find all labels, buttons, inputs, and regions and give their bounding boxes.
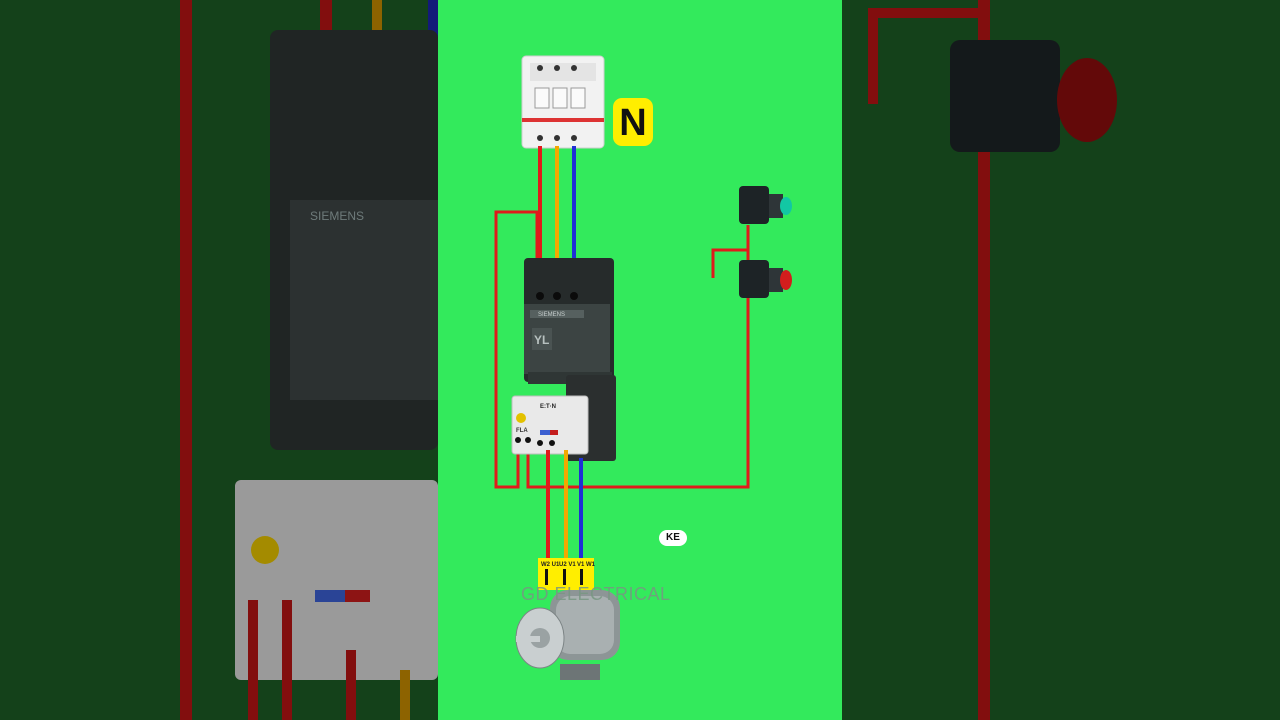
stop-push-button <box>739 260 792 298</box>
overload-brand-text: E:T·N <box>540 404 556 410</box>
motor-wires <box>546 450 583 560</box>
mcb-breaker <box>521 55 605 149</box>
right-dim-overlay <box>842 0 1280 720</box>
left-blurred-scene: SIEMENS <box>180 0 438 720</box>
control-wiring <box>494 210 750 489</box>
overload-relay: E:T·N FLA <box>511 375 616 461</box>
watermark-text: GD ELECTRICAL <box>521 584 671 604</box>
left-dim-overlay <box>0 0 438 720</box>
motor-terminal-box: W2 U1 U2 V1 V1 W1 <box>538 558 596 590</box>
push-button-zoomed <box>950 40 1060 152</box>
right-blurred-panel <box>842 0 1280 720</box>
contactor-brand-text: SIEMENS <box>538 312 565 318</box>
ke-badge: KE <box>659 530 687 546</box>
svg-text:SIEMENS: SIEMENS <box>310 209 364 223</box>
terminal-label-3: V1 W1 <box>577 562 596 568</box>
terminal-label-1: W2 U1 <box>541 562 560 568</box>
contactor: SIEMENS YL <box>524 258 614 384</box>
overload-fla-text: FLA <box>516 428 528 434</box>
svg-text:YL: YL <box>534 333 549 347</box>
left-blurred-panel: SIEMENS <box>0 0 438 720</box>
start-push-button <box>739 186 792 224</box>
neutral-label: N <box>613 98 653 146</box>
terminal-label-2: U2 V1 <box>559 562 576 568</box>
electric-motor <box>515 590 620 680</box>
right-blurred-scene <box>868 0 1117 720</box>
